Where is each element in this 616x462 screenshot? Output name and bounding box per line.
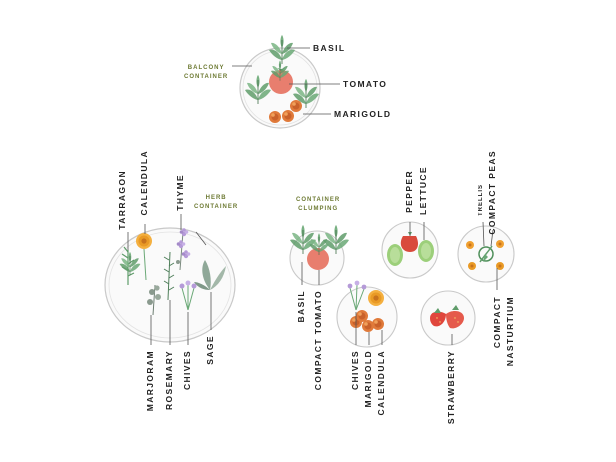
- lettuce-icon: [387, 240, 434, 266]
- compact-peas-label: COMPACT PEAS: [487, 150, 497, 235]
- flower-calendula-label: CALENDULA: [376, 350, 386, 416]
- marigold-icon: [372, 318, 384, 330]
- calendula-icon: [368, 290, 384, 306]
- chives-icon: [179, 280, 197, 311]
- rosemary-label: ROSEMARY: [164, 350, 174, 411]
- lettuce-label: LETTUCE: [418, 166, 428, 215]
- herb-container-pot: [104, 214, 236, 345]
- clumping-container-pot: [289, 224, 350, 286]
- marjoram-label: MARJORAM: [145, 350, 155, 412]
- rosemary-icon: [163, 251, 175, 301]
- strawberry-label: STRAWBERRY: [446, 350, 456, 425]
- strawberry-pot: [420, 290, 476, 346]
- tarragon-label: TARRAGON: [117, 170, 127, 230]
- marigold-icon: [282, 110, 294, 122]
- balcony-container-pot: [232, 34, 340, 129]
- marigold-label: MARIGOLD: [334, 109, 392, 119]
- marigold-icon: [356, 310, 368, 322]
- tomato-icon: [307, 248, 329, 270]
- calendula-icon: [136, 233, 152, 249]
- strawberry-icon: [430, 305, 464, 329]
- tomato-icon: [269, 70, 293, 94]
- peas-nasturtium-pot: [457, 221, 515, 290]
- thyme-label: THYME: [175, 174, 185, 211]
- nasturtium-icon: [466, 240, 504, 270]
- compact-tomato-label: COMPACT TOMATO: [313, 290, 323, 391]
- chives-label: CHIVES: [182, 350, 192, 391]
- trellis-label: TRELLIS: [478, 184, 484, 216]
- sage-icon: [194, 260, 226, 290]
- marigold-icon: [290, 100, 302, 112]
- calendula-label: CALENDULA: [139, 150, 149, 216]
- sage-label: SAGE: [205, 335, 215, 365]
- marigold-icon: [269, 111, 281, 123]
- tomato-label: TOMATO: [343, 79, 388, 89]
- pepper-label: PEPPER: [404, 170, 414, 213]
- flower-container-pot: [336, 280, 398, 348]
- chives-icon: [347, 280, 367, 311]
- clumping-basil-label: BASIL: [296, 290, 306, 323]
- pea-trellis-icon: [478, 245, 494, 263]
- pepper-lettuce-pot: [381, 221, 439, 279]
- compact-nasturtium-label-line2: NASTURTIUM: [505, 296, 515, 367]
- flower-marigold-label: MARIGOLD: [363, 350, 373, 408]
- marigold-icon: [362, 320, 374, 332]
- thyme-icon: [176, 228, 191, 271]
- flower-chives-label: CHIVES: [350, 350, 360, 391]
- basil-label: BASIL: [313, 43, 346, 53]
- compact-nasturtium-label-line1: COMPACT: [492, 296, 502, 349]
- marjoram-icon: [147, 284, 161, 316]
